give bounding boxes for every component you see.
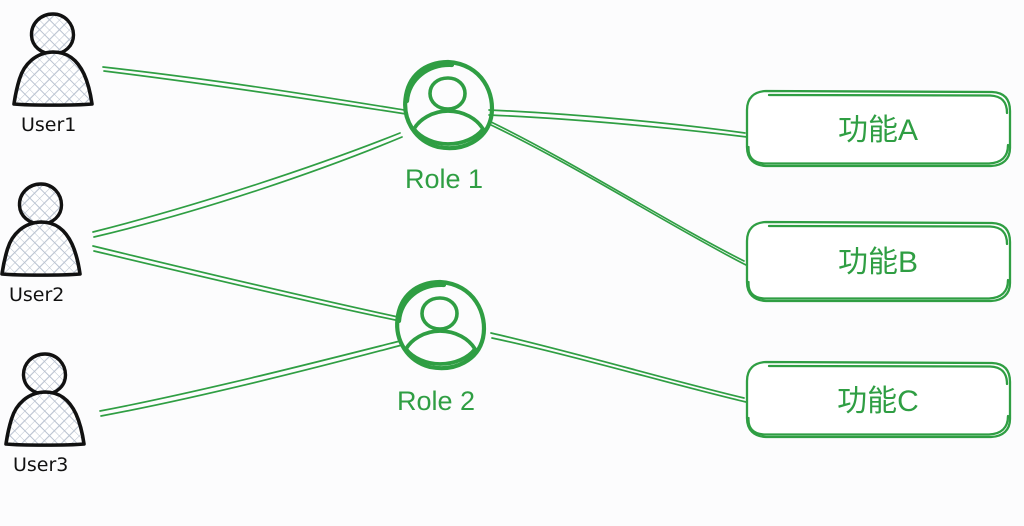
edge-user3-role2 xyxy=(99,340,403,417)
edge-layer xyxy=(92,66,748,417)
node-funcB[interactable]: 功能B xyxy=(745,220,1012,303)
edge-user2-role1 xyxy=(92,132,403,238)
node-role1[interactable]: Role 1 xyxy=(403,59,495,194)
func-box xyxy=(745,360,1012,439)
edge-role2-funcC xyxy=(490,332,747,403)
node-user2[interactable]: User2 xyxy=(0,182,82,306)
avatar-shoulders xyxy=(403,329,478,366)
node-funcA[interactable]: 功能A xyxy=(745,89,1012,168)
edge-user2-role2 xyxy=(92,245,401,322)
func-box xyxy=(745,220,1012,303)
node-user1[interactable]: User1 xyxy=(12,12,94,136)
user-label: User3 xyxy=(13,454,68,476)
person-icon xyxy=(0,182,82,277)
edge-role1-funcB xyxy=(488,120,747,266)
edge-user1-role1 xyxy=(102,66,407,115)
func-label: 功能A xyxy=(838,114,918,147)
avatar-head xyxy=(428,76,467,111)
person-icon xyxy=(4,352,86,447)
user-label: User1 xyxy=(21,114,76,136)
user-circle-icon xyxy=(403,59,495,151)
user-label: User2 xyxy=(9,284,64,306)
node-user3[interactable]: User3 xyxy=(4,352,86,476)
role-label: Role 2 xyxy=(397,386,475,416)
role-label: Role 1 xyxy=(405,164,483,194)
node-funcC[interactable]: 功能C xyxy=(745,360,1012,439)
avatar-shoulders xyxy=(411,109,486,146)
func-label: 功能C xyxy=(837,385,919,418)
func-label: 功能B xyxy=(838,246,918,279)
person-icon xyxy=(12,12,94,107)
node-role2[interactable]: Role 2 xyxy=(395,279,487,416)
func-box xyxy=(745,89,1012,168)
avatar-head xyxy=(420,296,459,331)
user-circle-icon xyxy=(395,279,487,371)
edge-role1-funcA xyxy=(488,109,748,138)
